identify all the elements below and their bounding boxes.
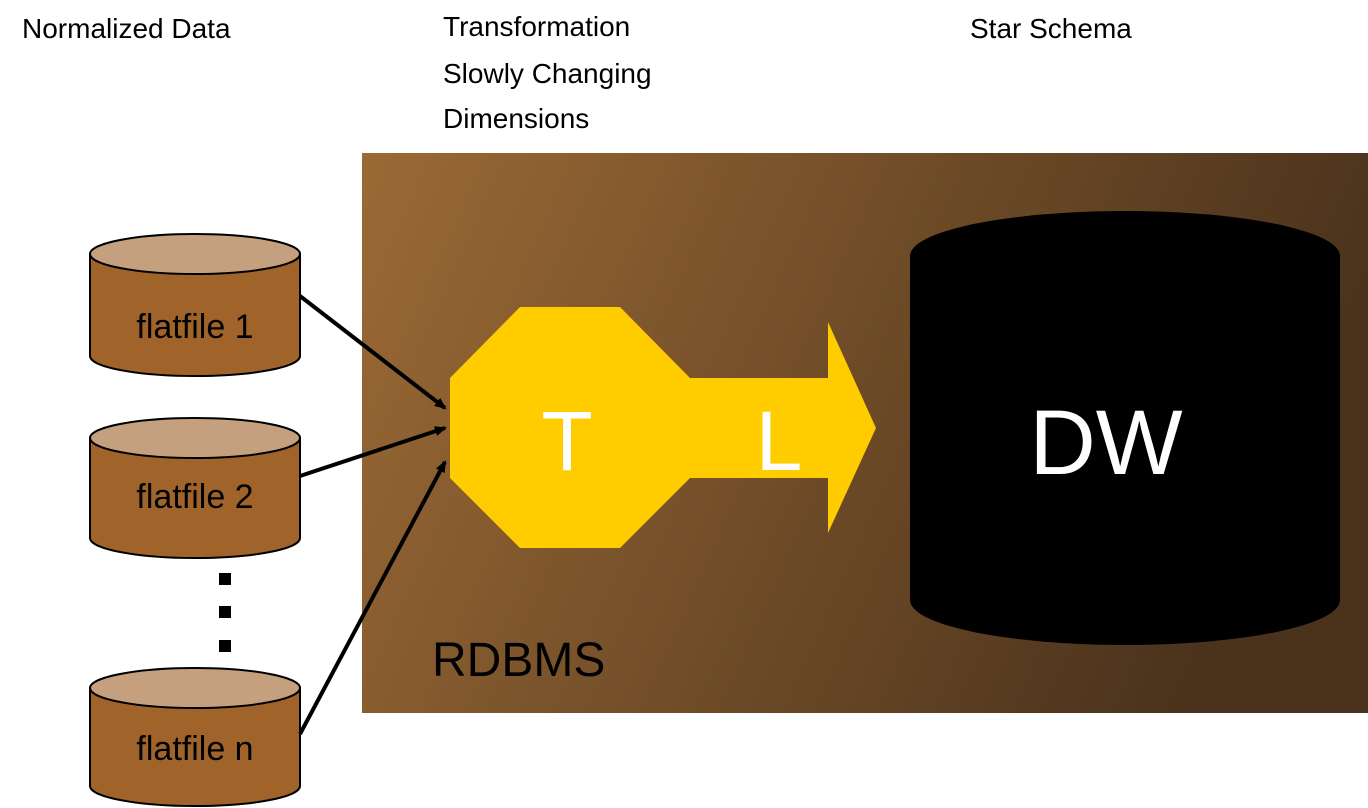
flatfile-2-body xyxy=(89,437,301,559)
source-flatfile-1: flatfile 1 xyxy=(89,233,301,377)
flatfile-n-label: flatfile n xyxy=(136,730,253,768)
rdbms-label: RDBMS xyxy=(432,634,605,687)
header-transformation-line-2: Slowly Changing xyxy=(443,58,652,89)
warehouse-top xyxy=(910,211,1340,301)
warehouse-cylinder: DW xyxy=(910,211,1340,645)
header-transformation: Transformation Slowly Changing Dimension… xyxy=(443,11,659,134)
arrow-right-icon xyxy=(299,426,447,478)
flatfile-1-body xyxy=(89,253,301,377)
header-star-schema: Star Schema xyxy=(970,13,1132,44)
arrow-right-icon xyxy=(298,460,447,735)
vertical-ellipsis-icon xyxy=(219,573,231,652)
warehouse-label: DW xyxy=(1029,392,1182,494)
flatfile-n-top xyxy=(89,667,301,709)
warehouse-body xyxy=(910,256,1340,645)
header-normalized-data: Normalized Data xyxy=(22,13,231,44)
load-letter: L xyxy=(756,394,803,488)
load-arrow xyxy=(670,322,876,533)
flatfile-1-label: flatfile 1 xyxy=(136,308,253,346)
flatfile-2-label: flatfile 2 xyxy=(136,478,253,516)
flatfile-1-top xyxy=(89,233,301,275)
flatfile-2-top xyxy=(89,417,301,459)
flatfile-n-body xyxy=(89,687,301,807)
source-flatfile-2: flatfile 2 xyxy=(89,417,301,559)
source-flatfile-n: flatfile n xyxy=(89,667,301,807)
header-transformation-line-1: Transformation xyxy=(443,11,630,42)
transform-octagon xyxy=(450,307,690,548)
transform-load-process: T L xyxy=(450,307,876,548)
transform-letter: T xyxy=(541,394,592,488)
arrow-right-icon xyxy=(298,294,447,410)
header-transformation-line-3: Dimensions xyxy=(443,103,589,134)
